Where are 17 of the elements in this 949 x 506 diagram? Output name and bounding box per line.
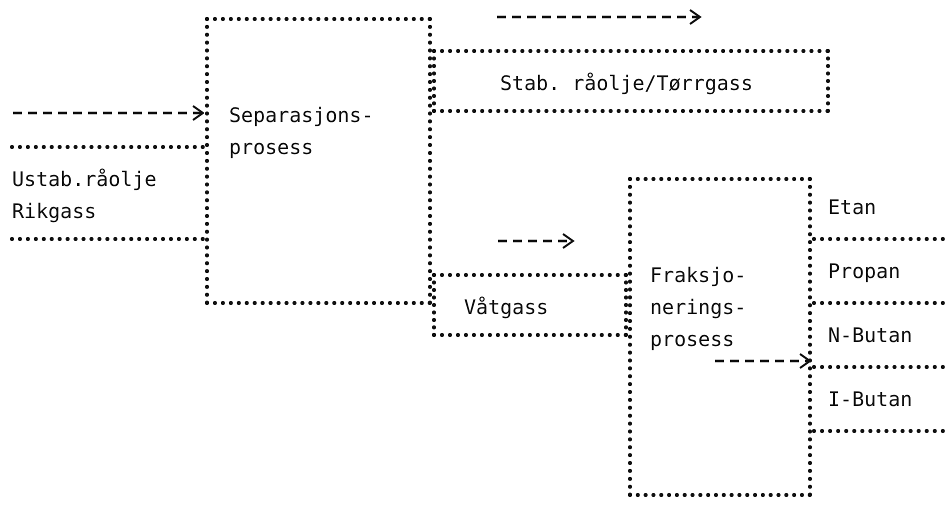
box-label: I-Butan (828, 386, 912, 413)
box-label: Rikgass (12, 198, 96, 225)
box-label: Etan (828, 194, 876, 221)
box-label: Propan (828, 258, 900, 285)
arrow (715, 353, 811, 369)
box-label: Fraksjo- nerings- prosess (650, 262, 748, 353)
arrow (13, 105, 204, 121)
box-label: N-Butan (828, 322, 912, 349)
process-box (432, 273, 628, 337)
box-label: Separasjons- prosess (229, 102, 374, 161)
process-box (205, 17, 432, 305)
box-label: Våtgass (464, 294, 548, 321)
process-box (628, 177, 812, 497)
process-box (432, 49, 830, 113)
box-label: Stab. råolje/Tørrgass (500, 70, 753, 97)
box-label: Ustab.råolje (12, 166, 156, 193)
process-box (10, 145, 205, 241)
